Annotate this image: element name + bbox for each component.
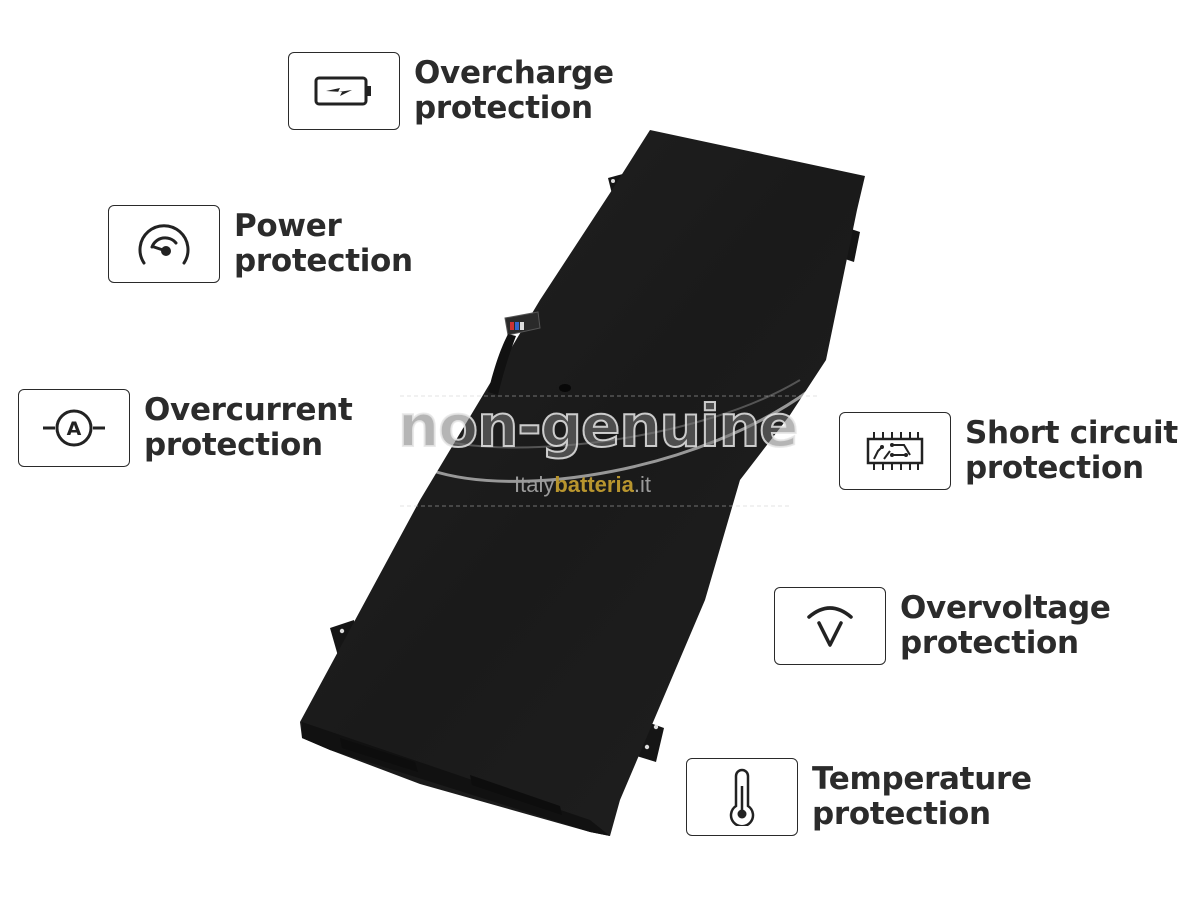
- icon-box: [686, 758, 798, 836]
- ammeter-icon: A: [43, 409, 105, 447]
- brand-prefix: Italy: [514, 472, 555, 497]
- icon-box: [839, 412, 951, 490]
- watermark-text: non-genuine: [397, 391, 799, 461]
- voltage-icon: [807, 606, 853, 647]
- icon-box: [774, 587, 886, 665]
- svg-text:A: A: [67, 418, 82, 440]
- circuit-chip-icon: [866, 432, 924, 470]
- battery-charge-icon: [314, 76, 371, 106]
- icon-box: [288, 52, 400, 130]
- thermometer-icon: [729, 768, 755, 826]
- icon-box: A: [18, 389, 130, 467]
- brand-main: batteria: [554, 472, 634, 497]
- brand-suffix: .it: [633, 472, 651, 497]
- gauge-icon: [138, 224, 190, 265]
- watermark-brand: Italybatteria.it: [514, 472, 651, 498]
- icon-box: [108, 205, 220, 283]
